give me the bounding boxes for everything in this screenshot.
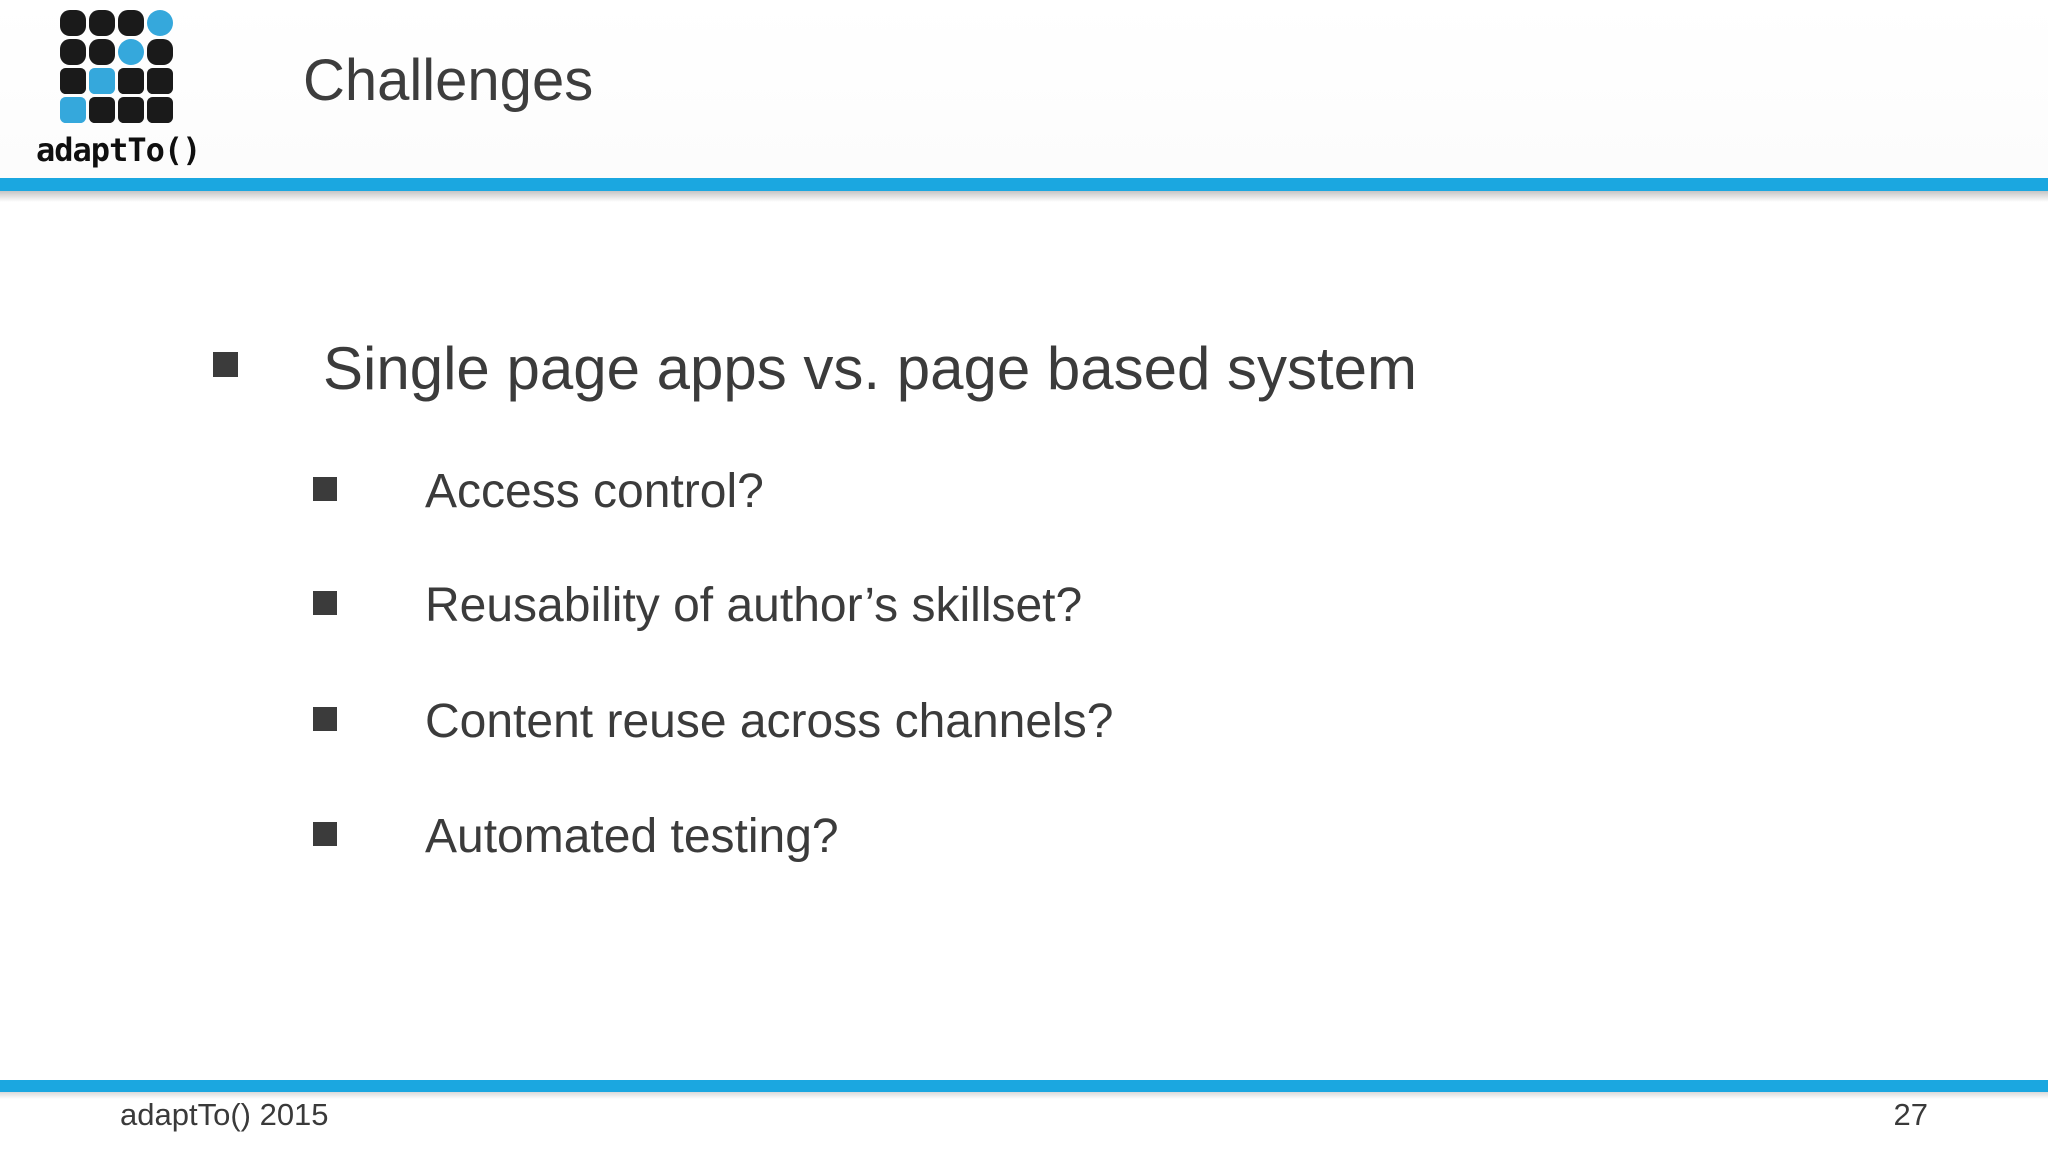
sub-bullet-text: Automated testing? [425,810,839,863]
logo-cell [147,39,173,65]
logo-cell [118,68,144,94]
adaptto-logo-icon [60,10,173,123]
logo-cell [118,97,144,123]
page-number: 27 [1893,1097,1928,1132]
logo-cell [89,68,115,94]
logo-cell [89,10,115,36]
logo-cell [89,97,115,123]
bullet-square-icon [213,352,238,377]
logo-cell [60,68,86,94]
sub-bullet-text: Content reuse across channels? [425,695,1114,748]
sub-bullet-text: Reusability of author’s skillset? [425,579,1083,632]
bullet-square-icon [313,477,337,501]
slide-title: Challenges [303,48,594,113]
logo-cell [118,10,144,36]
header-divider-shadow [0,191,2048,202]
bullet-square-icon [313,591,337,615]
logo-cell [118,39,144,65]
footer-divider-shadow [0,1092,2048,1099]
header-divider [0,178,2048,191]
logo-cell [147,97,173,123]
bullet-square-icon [313,822,337,846]
logo-cell [147,10,173,36]
bullet-level1-text: Single page apps vs. page based system [323,335,1418,402]
logo-cell [60,39,86,65]
logo-cell [60,97,86,123]
logo-cell [60,10,86,36]
footer-text: adaptTo() 2015 [120,1097,329,1132]
bullet-square-icon [313,707,337,731]
header-background [0,0,2048,178]
logo-cell [147,68,173,94]
logo-cell [89,39,115,65]
sub-bullet-text: Access control? [425,465,764,518]
footer-divider [0,1080,2048,1092]
adaptto-logo-text: adaptTo() [36,131,201,169]
